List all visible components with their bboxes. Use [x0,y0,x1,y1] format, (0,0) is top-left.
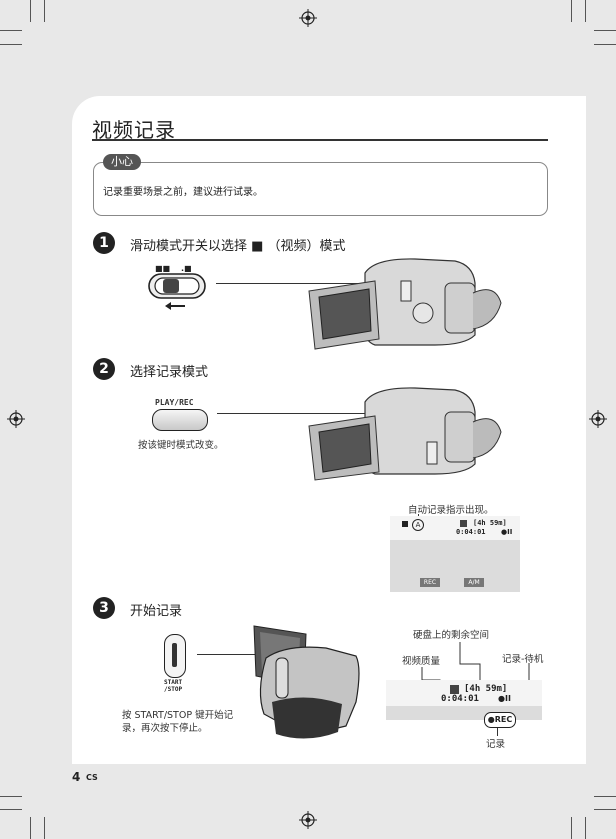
crop-mark [0,44,22,45]
crop-mark [44,817,45,839]
play-rec-button[interactable] [152,409,208,431]
start-stop-button[interactable] [164,634,186,678]
crop-mark [594,30,616,31]
caution-box [93,162,548,216]
hdd-remaining-label: 硬盘上的剩余空间 [413,630,490,641]
lcd-status-bar [390,516,520,540]
crop-mark [30,817,31,839]
registration-mark-icon [589,410,607,428]
crop-mark [585,0,586,22]
registration-mark-icon [299,9,317,27]
crop-mark [0,796,22,797]
crop-mark [571,0,572,22]
step-3-number: 3 [93,597,115,619]
video-mode-icon [402,521,408,527]
crop-mark [0,809,22,810]
camcorder-illustration-1 [308,258,502,350]
registration-mark-icon [7,410,25,428]
lcd-screen-step2: A [4h 59m] 0:04:01 ●II REC A/M [390,516,520,592]
registration-mark-icon [299,811,317,829]
crop-mark [585,817,586,839]
camcorder-illustration-3 [253,625,360,739]
step-2-number: 2 [93,358,115,380]
play-rec-button-label: PLAY/REC [155,398,194,407]
lcd-rec-button[interactable]: REC [420,578,440,587]
crop-mark [44,0,45,22]
lcd-screen-step3: [4h 59m] 0:04:01 ●II [386,680,542,720]
start-label: START [164,679,183,686]
stop-label: /STOP [164,686,183,693]
quality-icon [450,685,459,694]
svg-text:.■: .■ [181,264,192,273]
standby-icon: ●II [501,528,513,536]
lcd-status-bar [386,680,542,706]
title-rule [92,139,548,141]
crop-mark [30,0,31,22]
step-2-callout-line [217,413,407,414]
step-2-text: 选择记录模式 [130,365,209,380]
lcd-time: 0:04:01 [456,528,486,536]
crop-mark [594,796,616,797]
crop-mark [594,809,616,810]
lcd-mode-button[interactable]: A/M [464,578,484,587]
start-stop-note-line2: 录，再次按下停止。 [122,723,208,734]
crop-mark [594,44,616,45]
step-1-number: 1 [93,232,115,254]
page-number: 4 [72,770,81,784]
record-standby-label: 记录-待机 [502,654,544,665]
crop-mark [571,817,572,839]
record-label: 记录 [486,739,506,750]
play-rec-note: 按该键时模式改变。 [138,440,224,451]
lcd-time: 0:04:01 [441,694,479,704]
step-1-callout-line [216,283,406,284]
step-3-text: 开始记录 [130,604,183,619]
rec-pointer [497,728,498,736]
lcd-remaining: [4h 59m] [473,519,507,527]
camcorder-illustration-2 [308,387,502,481]
step-3-callout-line [197,654,277,655]
start-stop-note-line1: 按 START/STOP 键开始记 [122,710,234,721]
mode-switch-illustration: ■■ .■ [148,264,206,310]
language-code: CS [86,773,98,782]
lcd-remaining: [4h 59m] [464,684,508,694]
quality-icon [460,520,467,527]
page-title: 视频记录 [92,118,176,142]
step-1-text: 滑动模式开关以选择 ■ （视频）模式 [130,239,346,254]
caution-text: 记录重要场景之前，建议进行试录。 [103,187,263,198]
caution-tag: 小心 [103,154,141,170]
crop-mark [0,30,22,31]
auto-record-note: 自动记录指示出现。 [408,505,494,516]
lcd-rec-button[interactable]: ●REC [484,712,516,728]
svg-text:■■: ■■ [155,264,170,273]
auto-mode-icon: A [412,519,424,531]
start-stop-button-bar [172,643,177,667]
video-quality-label: 视频质量 [402,656,441,667]
standby-icon: ●II [498,694,511,703]
